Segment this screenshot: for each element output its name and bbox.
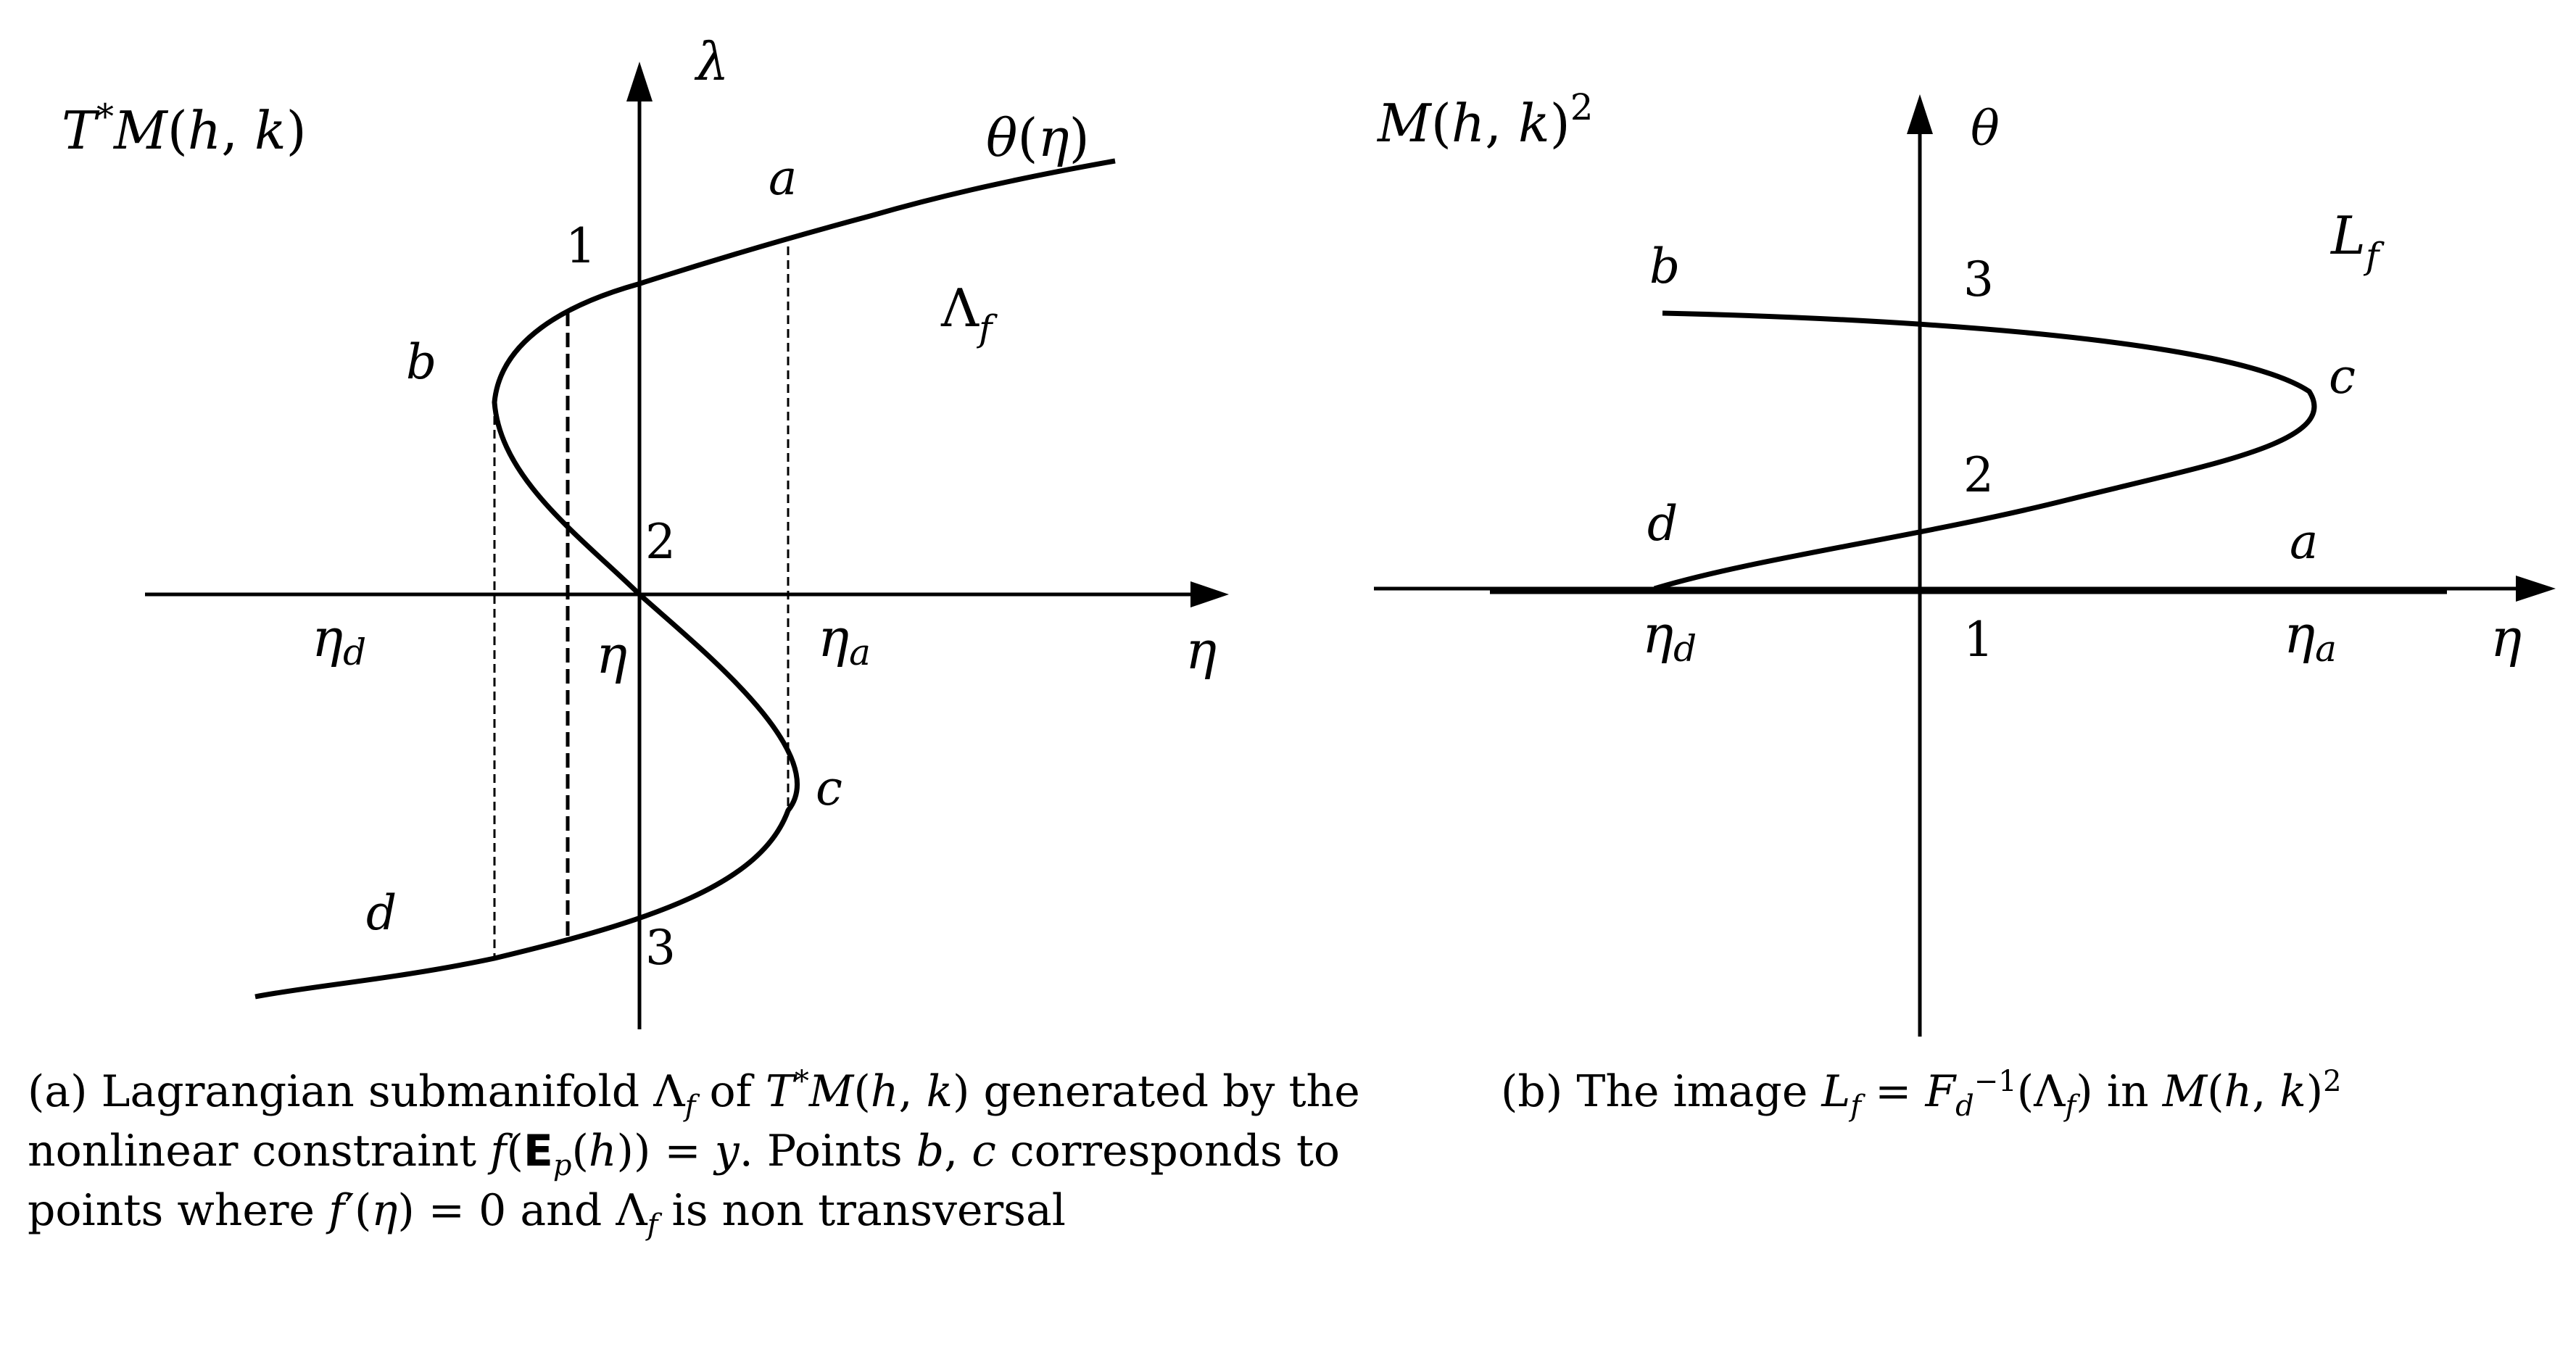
panel-b-number-1: 1 (1963, 612, 1994, 668)
caption-b-text-2: in (2106, 1066, 2149, 1117)
panel-a-eta-a: ηa (818, 607, 871, 673)
panel-a-eta-center: η (596, 624, 627, 685)
panel-a-vertical-arrowhead (626, 62, 653, 101)
diagram-canvas: T*M(h, k) λ θ(η) Λf a b c d 1 2 3 ηd η η… (62, 31, 2556, 1037)
panel-b-point-a: a (2290, 514, 2318, 570)
caption-a-text-6: and (520, 1185, 602, 1236)
caption-a-text-3: generated by the nonlinear constraint (28, 1066, 1360, 1176)
panel-b-horizontal-axis-label: η (2490, 607, 2522, 668)
caption-a-tag: (a) (28, 1066, 88, 1117)
panel-b-point-b: b (1649, 238, 1680, 294)
panel-a-point-b: b (406, 334, 436, 390)
caption-b-tag: (b) (1501, 1066, 1563, 1117)
panel-b-vertical-arrowhead (1907, 94, 1933, 134)
panel-b-curve (1653, 310, 2317, 592)
panel-a-eta-d: ηd (312, 607, 366, 673)
panel-b-eta-d: ηd (1642, 604, 1697, 670)
panel-b-point-d: d (1647, 496, 1678, 552)
panel-b-horizontal-arrowhead (2516, 576, 2556, 602)
caption-b: (b) The image Lf = Fd−1(Λf) in M(h, k)2 (1501, 1062, 2552, 1121)
panel-b-image-label: Lf (2329, 205, 2385, 277)
caption-b-formula: Lf = Fd−1(Λf) (1821, 1065, 2093, 1123)
panel-a-number-2: 2 (645, 514, 676, 570)
panel-b-number-3: 3 (1963, 252, 1994, 307)
panel-b-point-c: c (2329, 349, 2356, 404)
panel-a-s-curve (254, 158, 1116, 1000)
panel-b-number-2: 2 (1963, 447, 1994, 503)
panel-a-manifold-label: Λf (940, 278, 998, 349)
panel-a-curve-label: θ(η) (986, 107, 1090, 168)
caption-a-lambda-f-2: Λf (616, 1185, 658, 1242)
caption-b-space: M(h, k)2 (2162, 1065, 2342, 1117)
panel-a-number-3: 3 (645, 920, 676, 976)
caption-a-constraint: f(Ep(h)) = y (490, 1126, 740, 1182)
panel-b-eta-a: ηa (2284, 604, 2337, 670)
panel-a-horizontal-arrowhead (1190, 581, 1229, 607)
panel-a-vertical-axis-label: λ (694, 31, 729, 92)
panel-a-point-c: c (816, 760, 842, 816)
caption-a-derivative: f′(η) = 0 (328, 1185, 507, 1236)
caption-b-text-1: The image (1576, 1066, 1808, 1117)
caption-a-lambda-f: Λf (653, 1066, 696, 1123)
caption-a-points-bc: b, c (916, 1126, 996, 1176)
panel-a-number-1: 1 (566, 218, 596, 274)
panel-b: M(h, k)2 θ Lf b c d a 3 2 1 ηd ηa η (1374, 86, 2556, 1037)
caption-a: (a) Lagrangian submanifold Λf of T*M(h, … (28, 1062, 1383, 1240)
panel-a-point-d: d (366, 885, 397, 941)
panel-a: T*M(h, k) λ θ(η) Λf a b c d 1 2 3 ηd η η… (62, 31, 1229, 1029)
panel-a-horizontal-axis-label: η (1185, 620, 1217, 681)
caption-a-text-2: of (709, 1066, 752, 1117)
panel-a-corner-label: T*M(h, k) (62, 96, 307, 161)
caption-a-text-1: Lagrangian submanifold (101, 1066, 640, 1117)
panel-b-vertical-axis-label: θ (1971, 101, 2000, 157)
caption-a-text-4: . Points (739, 1126, 903, 1176)
panel-b-corner-label: M(h, k)2 (1376, 86, 1594, 154)
caption-a-text-7: is non transversal (671, 1185, 1066, 1236)
caption-a-text-5: corresponds to points where (28, 1126, 1341, 1236)
caption-a-cotangent: T*M(h, k) (765, 1065, 970, 1117)
panel-a-point-a: a (769, 150, 797, 206)
